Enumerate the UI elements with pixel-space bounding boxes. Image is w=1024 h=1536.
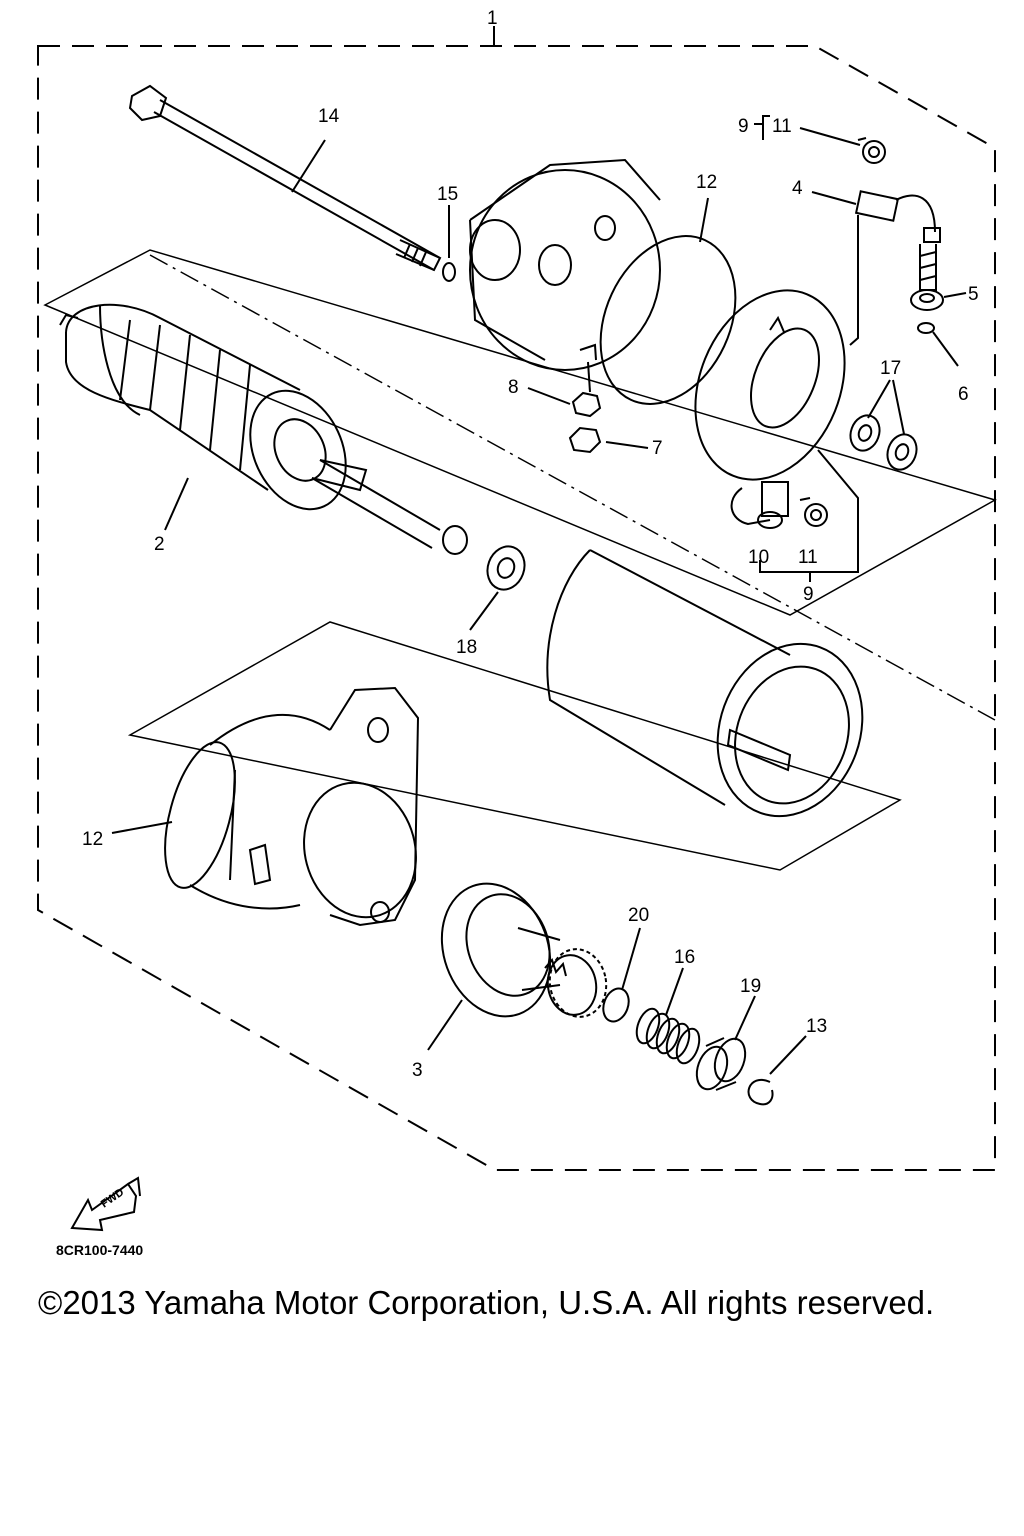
callout-11-lower: 11 — [798, 547, 818, 568]
screw-11-lower — [799, 497, 828, 527]
callout-leader-14 — [291, 139, 326, 193]
yoke-housing — [546, 549, 864, 818]
o-ring-15 — [442, 262, 456, 282]
callout-8: 8 — [508, 377, 519, 398]
callout-leader-5 — [943, 292, 967, 298]
nut-8 — [571, 391, 602, 418]
callout-1: 1 — [487, 8, 498, 29]
rear-cover — [469, 158, 661, 371]
callout-leader-3 — [427, 999, 463, 1051]
assembly-boundary — [37, 45, 996, 1171]
diagram-code: 8CR100-7440 — [56, 1242, 144, 1258]
callout-2: 2 — [154, 534, 165, 555]
pinion-clutch-3 — [440, 882, 608, 1018]
collar-19 — [695, 1037, 747, 1091]
circlip-13 — [747, 1078, 774, 1106]
callout-16: 16 — [674, 947, 695, 968]
brush-10 — [730, 481, 789, 529]
lower-work-plane — [127, 621, 902, 871]
callout-leader-16 — [665, 967, 684, 1016]
callout-6: 6 — [958, 384, 969, 405]
washers-17 — [849, 414, 918, 471]
callout-17: 17 — [880, 358, 901, 379]
callout-leader-9-bracket-upper — [754, 115, 770, 140]
o-ring-6 — [917, 322, 935, 334]
callout-leader-13 — [769, 1035, 807, 1075]
nut-7 — [568, 426, 602, 454]
callout-leader-12a — [699, 197, 709, 243]
screw-11-upper — [857, 137, 886, 164]
callout-20: 20 — [628, 905, 649, 926]
brush-lead-4 — [849, 190, 941, 346]
front-cover — [164, 686, 420, 927]
callout-leader-4 — [811, 191, 857, 205]
callout-18: 18 — [456, 637, 477, 658]
callout-leader-7 — [605, 441, 649, 449]
callout-19: 19 — [740, 976, 761, 997]
callout-7: 7 — [652, 438, 663, 459]
brush-plate — [694, 289, 846, 481]
copyright-notice: ©2013 Yamaha Motor Corporation, U.S.A. A… — [38, 1284, 935, 1321]
callout-leader-9-bracket-lower — [759, 449, 859, 582]
callout-14: 14 — [318, 106, 340, 127]
gasket-12-upper — [599, 235, 737, 405]
callout-12-lower: 12 — [82, 829, 103, 850]
upper-work-plane — [43, 249, 997, 616]
callout-4: 4 — [792, 178, 803, 199]
callout-5: 5 — [968, 284, 979, 305]
callout-leader-2 — [164, 477, 189, 531]
callout-leader-11a — [799, 127, 861, 146]
center-axis — [149, 254, 996, 721]
callout-12-upper: 12 — [696, 172, 717, 193]
callout-leader-19 — [734, 995, 756, 1041]
through-bolt — [128, 84, 442, 272]
fwd-arrow-icon — [70, 1176, 141, 1232]
bushing-5 — [910, 289, 944, 311]
callout-leader-8 — [527, 387, 571, 405]
callout-9-upper: 9 — [738, 116, 749, 137]
callout-10: 10 — [748, 547, 769, 568]
callout-leader-6 — [932, 331, 959, 367]
callout-leader-17 — [867, 379, 905, 435]
washer-18 — [486, 545, 526, 591]
callout-leader-20 — [621, 927, 641, 991]
callout-3: 3 — [412, 1060, 423, 1081]
spring-16 — [635, 1007, 701, 1065]
callout-leader-12b — [111, 821, 173, 834]
callout-13: 13 — [806, 1016, 827, 1037]
callout-15: 15 — [437, 184, 458, 205]
callout-9-lower: 9 — [803, 584, 814, 605]
callout-leader-18 — [469, 591, 499, 631]
armature-2 — [59, 303, 468, 555]
callout-11-upper: 11 — [772, 116, 792, 137]
ring-20 — [602, 987, 630, 1023]
